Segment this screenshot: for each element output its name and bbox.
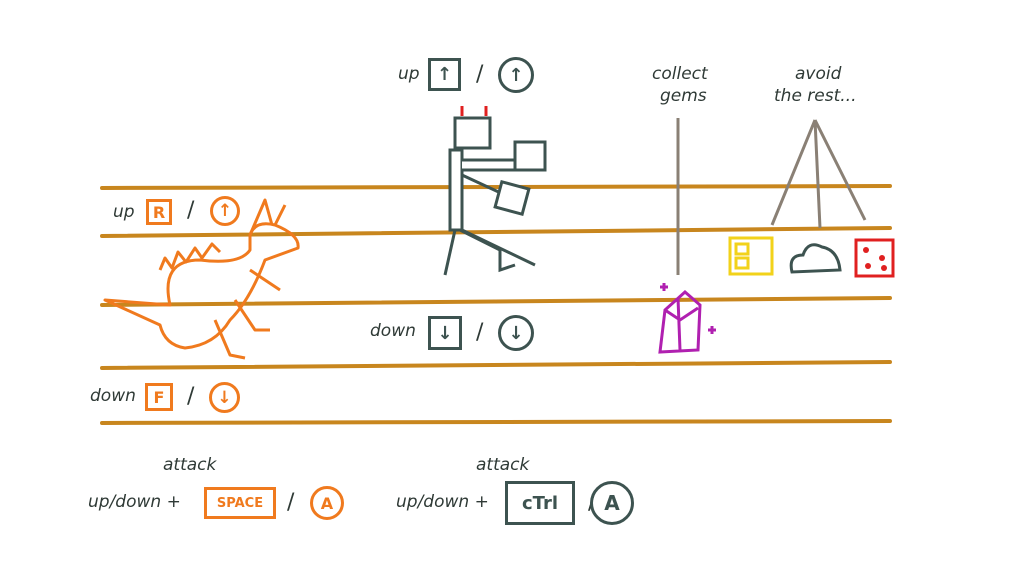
p2-attack-key: cTrl	[505, 481, 575, 525]
p1-down-pad-icon: ↓	[209, 382, 240, 413]
p2-up-pad-icon: ↑	[498, 57, 534, 93]
separator: /	[187, 384, 195, 409]
p1-up-label: up	[113, 202, 135, 222]
p1-attack-label: attack	[163, 455, 217, 475]
separator: /	[476, 62, 484, 87]
hazard-die-icon	[854, 238, 895, 278]
p2-attack-label: attack	[476, 455, 530, 475]
p2-down-key: ↓	[428, 316, 462, 350]
p1-attack-combo: up/down +	[88, 492, 181, 512]
p1-down-label: down	[90, 386, 136, 406]
p2-attack-pad-icon: A	[590, 481, 634, 525]
collect-label-2: gems	[660, 86, 707, 106]
lane-line	[100, 296, 892, 307]
separator: /	[187, 198, 195, 223]
dino-player-icon	[103, 198, 300, 360]
p2-down-label: down	[370, 321, 416, 341]
avoid-label-2: the rest...	[774, 86, 857, 106]
gem-icon	[658, 283, 716, 354]
lane-line	[100, 184, 892, 190]
lane-line	[100, 360, 892, 370]
avoid-label-1: avoid	[795, 64, 842, 84]
lane-line	[100, 226, 892, 238]
separator: /	[476, 320, 484, 345]
robot-player-icon	[443, 106, 547, 276]
collect-label-1: collect	[652, 64, 708, 84]
p2-down-pad-icon: ↓	[498, 315, 534, 351]
p1-attack-pad-icon: A	[310, 486, 344, 520]
p1-attack-key: SPACE	[204, 487, 276, 519]
p1-up-pad-icon: ↑	[210, 196, 240, 226]
separator: /	[287, 490, 295, 515]
p2-up-label: up	[398, 64, 420, 84]
hazard-yellow-icon	[728, 236, 774, 276]
p2-up-key: ↑	[428, 58, 461, 91]
lane-line	[100, 419, 892, 425]
p2-attack-combo: up/down +	[396, 492, 489, 512]
p1-down-key: F	[145, 383, 173, 411]
hazard-rock-icon	[789, 243, 842, 274]
legend-pointers	[676, 118, 867, 275]
p1-up-key: R	[146, 199, 172, 225]
lanes	[100, 184, 892, 425]
